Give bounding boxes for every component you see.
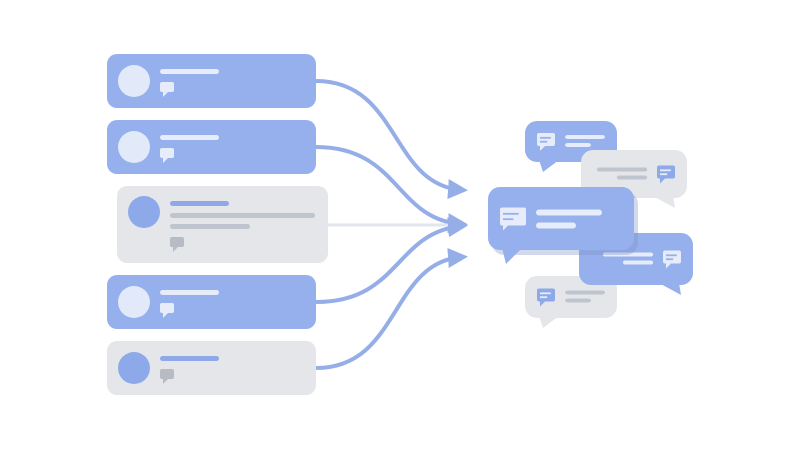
chat-bubble-icon — [160, 303, 174, 318]
icon-line — [503, 212, 519, 215]
chat-bubble-3 — [525, 276, 617, 328]
message-card-4 — [107, 275, 316, 329]
icon-tail — [540, 146, 545, 151]
chat-bubble-5 — [488, 187, 638, 264]
icon-body — [657, 165, 675, 179]
chat-bubble-icon — [160, 148, 174, 163]
message-card-2 — [107, 120, 316, 174]
chat-bubble-cluster — [488, 121, 693, 328]
arrow-4 — [314, 217, 468, 304]
icon-line — [540, 136, 551, 139]
text-line — [565, 135, 605, 139]
icon-tail — [163, 313, 168, 318]
bubble-tail — [539, 316, 559, 328]
text-line — [603, 252, 653, 257]
icon-body — [160, 369, 174, 379]
icon-body — [160, 82, 174, 92]
bubble-tail — [539, 160, 559, 172]
chat-bubble-2 — [581, 150, 687, 208]
icon-tail — [163, 158, 168, 163]
icon-tail — [503, 225, 508, 231]
name-line — [160, 356, 219, 361]
message-card-3 — [117, 186, 328, 263]
card-background — [107, 275, 316, 329]
text-line — [617, 175, 647, 180]
icon-line — [540, 140, 548, 143]
chat-bubble-icon — [160, 82, 174, 97]
chat-bubble-icon — [160, 369, 174, 384]
avatar — [118, 352, 150, 384]
left-cards — [107, 54, 328, 395]
icon-tail — [666, 263, 671, 269]
icon-line — [660, 169, 671, 172]
chat-bubble-icon — [500, 207, 526, 231]
name-line — [160, 290, 219, 295]
card-background — [107, 54, 316, 108]
chat-bubble-icon — [537, 288, 555, 307]
connector-arrows — [314, 79, 468, 370]
avatar — [128, 196, 160, 228]
arrow-5 — [314, 248, 468, 370]
icon-body — [160, 303, 174, 313]
card-background — [107, 341, 316, 395]
arrow-2 — [314, 145, 468, 234]
name-line — [160, 69, 219, 74]
text-line — [623, 260, 653, 265]
avatar — [118, 286, 150, 318]
bubble-body — [525, 276, 617, 318]
icon-body — [160, 148, 174, 158]
icon-line — [660, 173, 668, 176]
name-line — [170, 201, 229, 206]
name-line — [160, 135, 219, 140]
icon-line — [503, 218, 514, 221]
bubble-body — [488, 187, 634, 250]
icon-line — [666, 258, 674, 261]
chat-bubble-icon — [170, 237, 184, 252]
bubble-tail — [653, 196, 675, 208]
icon-body — [170, 237, 184, 247]
icon-body — [537, 133, 555, 146]
text-line — [536, 209, 602, 216]
icon-tail — [540, 301, 545, 307]
icon-body — [663, 250, 681, 264]
chat-bubble-icon — [537, 133, 555, 151]
text-line — [565, 298, 591, 303]
text-line — [170, 224, 250, 229]
avatar — [118, 131, 150, 163]
chat-bubble-icon — [657, 165, 675, 184]
text-line — [536, 222, 576, 229]
avatar — [118, 65, 150, 97]
icon-body — [500, 207, 526, 226]
icon-line — [666, 254, 677, 257]
message-card-1 — [107, 54, 316, 108]
arrow-1 — [314, 79, 468, 199]
message-card-5 — [107, 341, 316, 395]
text-line — [597, 167, 647, 172]
icon-tail — [660, 178, 665, 184]
icon-tail — [173, 247, 178, 252]
card-background — [107, 120, 316, 174]
icon-line — [540, 292, 551, 295]
bubble-tail — [659, 283, 681, 295]
chat-bubble-icon — [663, 250, 681, 269]
text-line — [565, 143, 591, 147]
icon-tail — [163, 379, 168, 384]
icon-line — [540, 296, 548, 299]
icon-tail — [163, 92, 168, 97]
bubble-body — [581, 150, 687, 198]
bubble-tail — [502, 248, 522, 264]
text-line — [170, 213, 315, 218]
text-line — [565, 290, 605, 295]
icon-body — [537, 288, 555, 302]
